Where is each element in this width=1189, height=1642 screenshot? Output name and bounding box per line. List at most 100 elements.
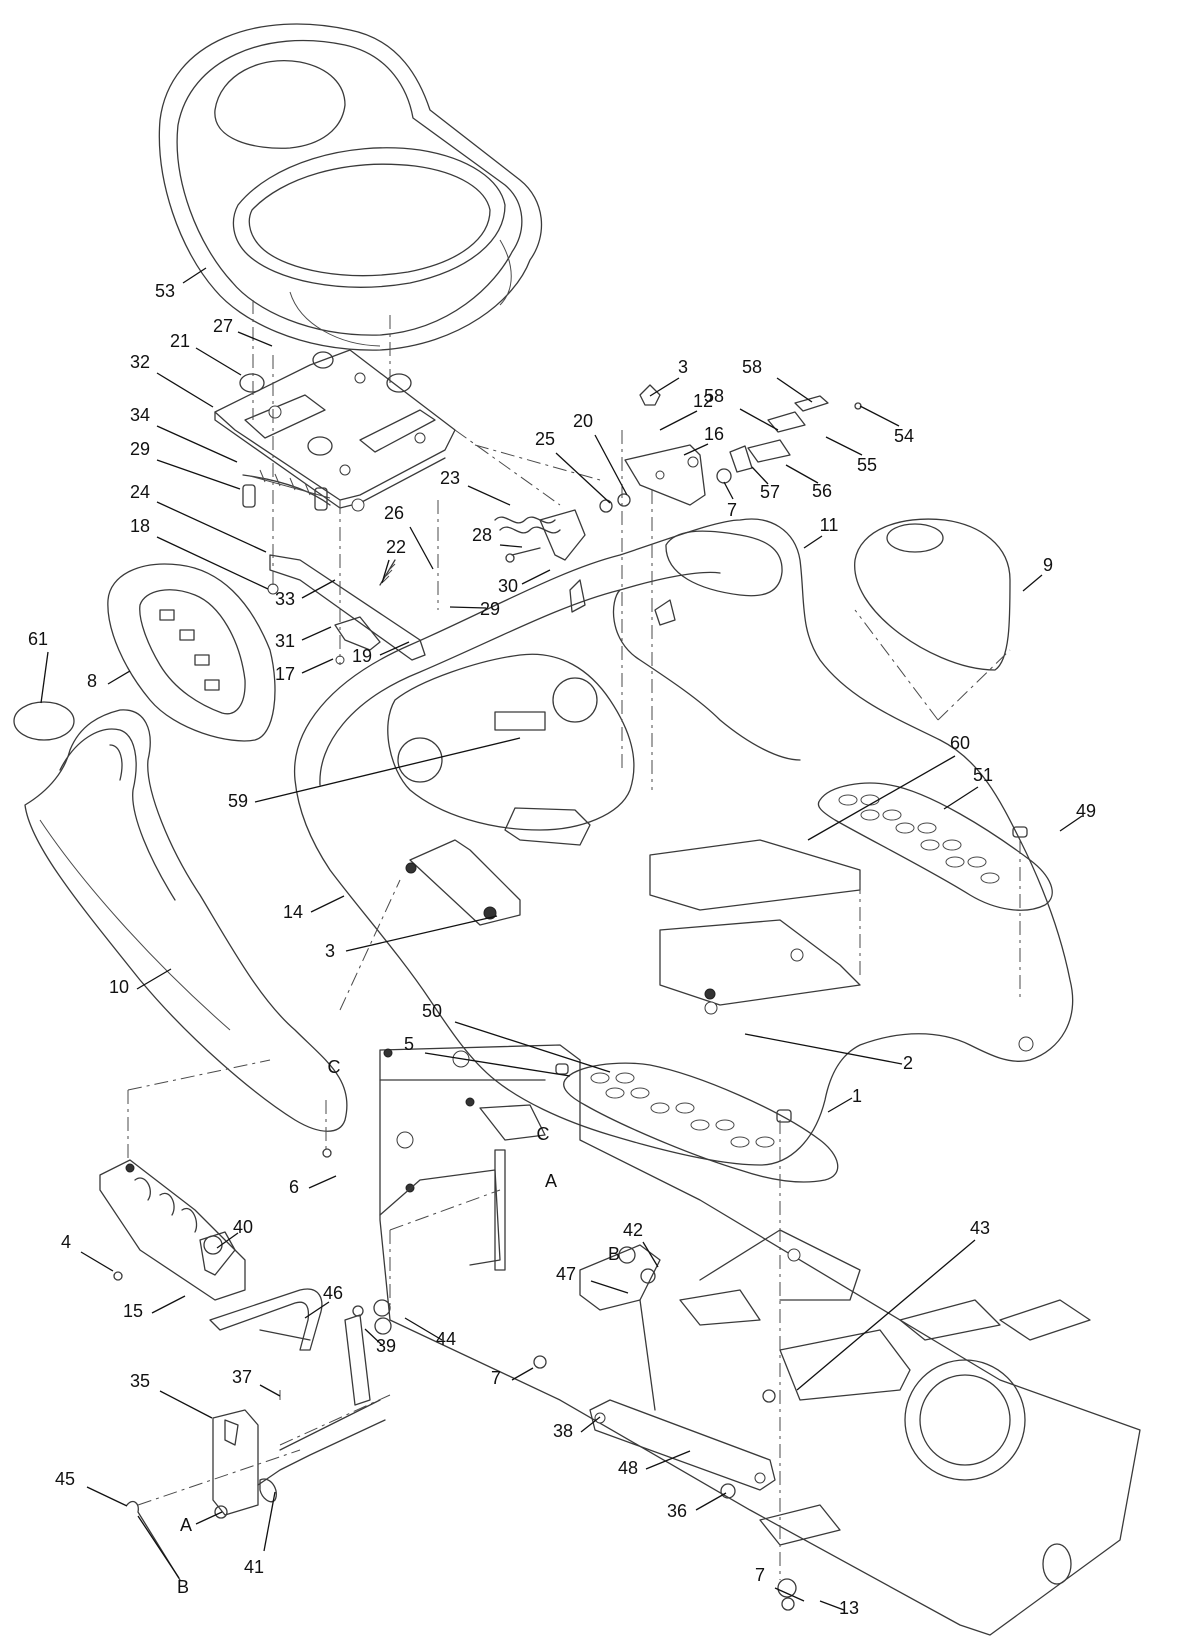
callout-c24: 24 <box>130 482 150 502</box>
callout-c25: 25 <box>535 429 555 449</box>
callout-c43: 43 <box>970 1218 990 1238</box>
leader-line-c28 <box>499 544 523 548</box>
leader-line-c7b <box>511 1367 534 1381</box>
callout-c9: 9 <box>1043 555 1053 575</box>
leader-line-c2 <box>744 1033 903 1065</box>
callout-c21: 21 <box>170 331 190 351</box>
leader-line-c42 <box>642 1241 659 1268</box>
callout-c61: 61 <box>28 629 48 649</box>
leader-line-c49 <box>1059 815 1083 832</box>
leader-line-c29b <box>449 606 487 609</box>
side-cover-10 <box>24 709 348 1132</box>
leader-line-c58b <box>739 408 779 431</box>
leader-line-cA2 <box>195 1511 223 1525</box>
callout-c30: 30 <box>498 576 518 596</box>
leader-line-c51 <box>943 786 979 810</box>
callout-c19: 19 <box>352 646 372 666</box>
seat-plate-part <box>214 349 456 512</box>
leader-line-c3b <box>345 915 498 952</box>
callout-cA1: A <box>545 1171 557 1191</box>
washer-44 <box>373 1299 391 1317</box>
callout-c29a: 29 <box>130 439 150 459</box>
callout-c26: 26 <box>384 503 404 523</box>
callout-c34: 34 <box>130 405 150 425</box>
leader-line-c14 <box>310 895 345 913</box>
leader-line-c50 <box>454 1021 611 1073</box>
bolt-1 <box>776 1109 792 1123</box>
leader-line-c5 <box>424 1052 571 1077</box>
callout-c60: 60 <box>950 733 970 753</box>
callout-c10: 10 <box>109 977 129 997</box>
leader-line-c12 <box>659 410 698 431</box>
callout-c7a: 7 <box>727 500 737 520</box>
bolt-5 <box>555 1063 569 1075</box>
callout-c27: 27 <box>213 316 233 336</box>
cap-61 <box>13 701 75 741</box>
callout-cB2: B <box>177 1577 189 1597</box>
washer-13 <box>777 1578 797 1598</box>
leader-line-c38 <box>580 1416 601 1433</box>
callout-c13: 13 <box>839 1598 859 1618</box>
clip-39 <box>352 1305 364 1317</box>
leader-line-c17 <box>301 658 334 674</box>
callout-c35: 35 <box>130 1371 150 1391</box>
leader-line-c22 <box>381 559 390 584</box>
callout-c32: 32 <box>130 352 150 372</box>
leader-line-c24 <box>156 501 267 553</box>
fender-14 <box>293 518 1074 1166</box>
leader-line-c25 <box>555 452 611 504</box>
leader-line-c46 <box>304 1301 330 1319</box>
callout-cB1: B <box>608 1244 620 1264</box>
leader-line-c6 <box>308 1175 337 1189</box>
frame-part <box>379 1044 1141 1636</box>
leader-line-c15 <box>151 1295 186 1314</box>
leader-line-c30 <box>521 569 551 585</box>
callout-cA2: A <box>180 1515 192 1535</box>
callout-c41: 41 <box>244 1557 264 1577</box>
leader-line-c44 <box>404 1317 443 1341</box>
leader-line-c18 <box>156 536 269 590</box>
callout-c50: 50 <box>422 1001 442 1021</box>
leader-line-c58a <box>776 377 813 403</box>
leader-line-c21 <box>195 347 242 376</box>
leader-line-c13 <box>819 1600 845 1611</box>
callout-c57: 57 <box>760 482 780 502</box>
callout-c3a: 3 <box>678 357 688 377</box>
callout-c56: 56 <box>812 481 832 501</box>
nut-2 <box>704 988 716 1000</box>
bolt-49 <box>1012 826 1028 838</box>
callout-c28: 28 <box>472 525 492 545</box>
callout-c18: 18 <box>130 516 150 536</box>
callout-c37: 37 <box>232 1367 252 1387</box>
leader-line-c43 <box>796 1239 976 1391</box>
callout-c40: 40 <box>233 1217 253 1237</box>
plate-15 <box>99 1159 246 1301</box>
callout-c38: 38 <box>553 1421 573 1441</box>
callout-c55: 55 <box>857 455 877 475</box>
leader-line-c7c <box>774 1587 805 1602</box>
nut-6 <box>322 1148 332 1158</box>
callout-c22: 22 <box>386 537 406 557</box>
leader-line-c34 <box>156 425 238 463</box>
callout-c20: 20 <box>573 411 593 431</box>
leader-line-c39 <box>364 1328 383 1346</box>
callout-c48: 48 <box>618 1458 638 1478</box>
leader-line-c20 <box>594 434 628 496</box>
leader-line-c27 <box>237 331 273 347</box>
leader-line-c3a <box>649 377 680 397</box>
callout-c58b: 58 <box>704 386 724 406</box>
leader-line-c45 <box>86 1486 128 1507</box>
leader-line-c23 <box>467 485 511 506</box>
leader-line-c26 <box>409 526 434 570</box>
leader-line-c40 <box>216 1232 239 1249</box>
leader-line-c56 <box>785 464 819 484</box>
callout-c58a: 58 <box>742 357 762 377</box>
leader-line-c9 <box>1022 574 1043 592</box>
callout-c8: 8 <box>87 671 97 691</box>
leader-line-c19 <box>379 641 410 656</box>
callout-cC1: C <box>328 1057 341 1077</box>
callout-c12: 12 <box>693 391 713 411</box>
leader-line-c53 <box>182 267 207 284</box>
lever-48 <box>533 1244 776 1499</box>
